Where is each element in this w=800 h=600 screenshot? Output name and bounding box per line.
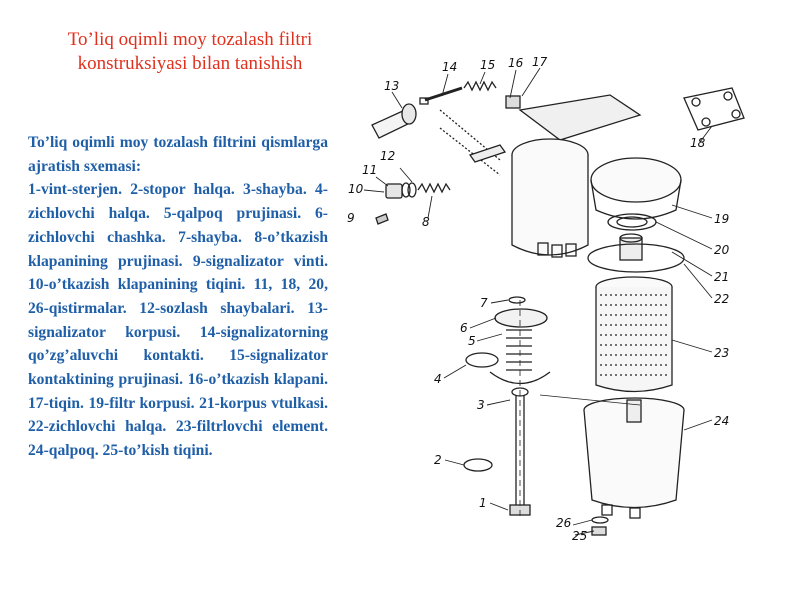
description-parts-list: 1-vint-sterjen. 2-stopor halqa. 3-shayba…: [28, 181, 328, 460]
part-2-lock-ring: [463, 458, 493, 472]
part-26-gasket: [591, 516, 609, 524]
part-18-gasket: [683, 87, 745, 131]
callout-8: 8: [422, 215, 430, 229]
title-line-2: konstruksiyasi bilan tanishish: [77, 53, 303, 74]
description-heading: To’liq oqimli moy tozalash filtrini qism…: [28, 134, 328, 175]
callout-5: 5: [468, 334, 476, 348]
callout-23: 23: [714, 346, 729, 360]
part-20-gasket: [607, 213, 657, 231]
callout-16: 16: [508, 56, 524, 70]
part-9-screw: [375, 213, 389, 225]
part-25-drain-plug: [591, 526, 607, 536]
callout-2: 2: [434, 453, 442, 467]
callout-25: 25: [572, 529, 587, 543]
callout-26: 26: [556, 516, 572, 530]
part-24-bowl-cap: [583, 397, 685, 519]
callout-13: 13: [384, 79, 399, 93]
part-19-filter-housing: [511, 94, 682, 258]
callout-20: 20: [714, 243, 730, 257]
callout-19: 19: [714, 212, 729, 226]
title-line-1: To’liq oqimli moy tozalash filtri: [67, 29, 313, 50]
part-16-bypass-valve: [468, 144, 507, 163]
callout-15: 15: [480, 58, 495, 72]
callout-9: 9: [347, 211, 355, 225]
part-10-valve-plug: [385, 183, 403, 199]
exploded-filter-diagram: 13 14 15 16 17 18 19 20 21 22 23 24 26 2…: [347, 55, 745, 543]
part-8-valve-spring: [417, 182, 451, 194]
callout-17: 17: [532, 55, 548, 69]
part-17-plug: [505, 95, 521, 109]
callout-4: 4: [434, 372, 442, 386]
callout-12: 12: [380, 149, 395, 163]
callout-21: 21: [714, 270, 729, 284]
slide-title: To’liq oqimli moy tozalash filtri konstr…: [20, 28, 360, 76]
callout-18: 18: [690, 136, 706, 150]
part-4-sealing-ring: [465, 352, 499, 368]
part-12-shims: [401, 182, 417, 198]
callout-11: 11: [362, 163, 377, 177]
part-23-filter-element: [595, 276, 673, 393]
part-21-housing-bushing: [619, 233, 643, 261]
callout-6: 6: [460, 321, 468, 335]
callout-7: 7: [480, 296, 488, 310]
part-22-sealing-ring: [587, 243, 685, 273]
part-6-sealing-cup: [494, 308, 548, 328]
parts-description: To’liq oqimli moy tozalash filtrini qism…: [28, 131, 328, 463]
callout-3: 3: [477, 398, 485, 412]
part-13-signalizator-body: [371, 103, 417, 139]
callout-24: 24: [714, 414, 729, 428]
part-7-washer: [508, 296, 526, 304]
callout-14: 14: [442, 60, 457, 74]
callout-10: 10: [348, 182, 364, 196]
part-15-spring: [463, 80, 497, 92]
callout-22: 22: [714, 292, 729, 306]
callout-1: 1: [479, 496, 487, 510]
part-14-contact: [419, 86, 463, 105]
